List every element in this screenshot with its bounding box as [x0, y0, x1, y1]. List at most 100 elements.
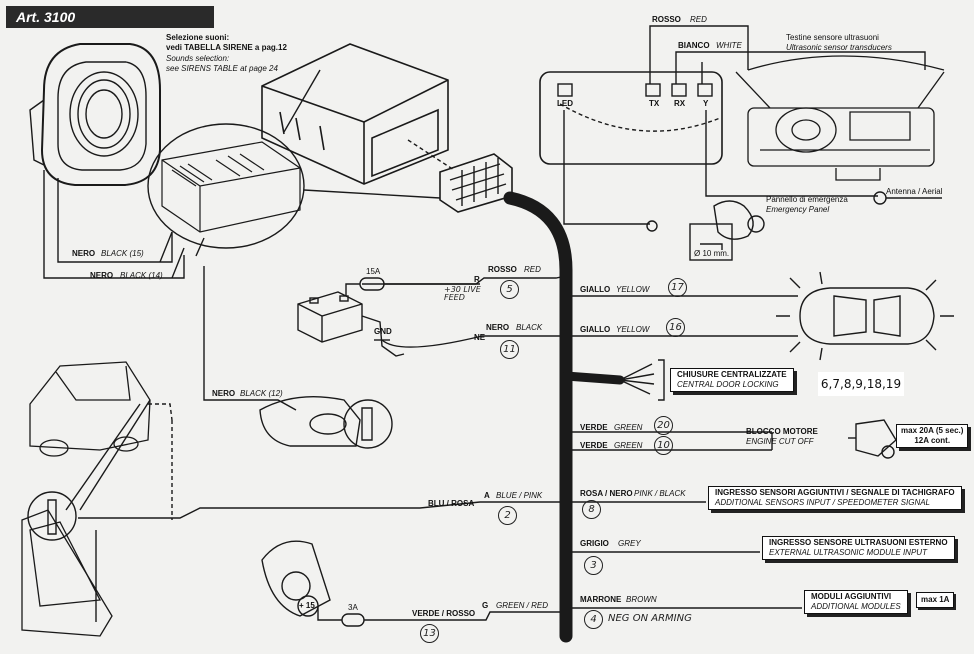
sens-it: INGRESSO SENSORI AGGIUNTIVI / SEGNALE DI…: [715, 488, 955, 497]
verderosso-label: VERDE / ROSSO: [412, 609, 476, 618]
ultra-en: EXTERNAL ULTRASONIC MODULE INPUT: [769, 548, 927, 557]
y-label: Y: [703, 99, 709, 108]
sensors-input-box: INGRESSO SENSORI AGGIUNTIVI / SEGNALE DI…: [708, 486, 962, 510]
tx-label: TX: [649, 99, 660, 108]
white-label: WHITE: [716, 41, 742, 50]
nero-15-it: NERO: [72, 249, 96, 258]
sounds-it-1: Selezione suoni:: [166, 33, 230, 42]
sounds-en-2: see SIRENS TABLE at page 24: [166, 64, 278, 73]
circle-4: 4: [584, 610, 603, 629]
additional-modules-box: MODULI AGGIUNTIVI ADDITIONAL MODULES: [804, 590, 908, 614]
sounds-en-1: Sounds selection:: [166, 54, 230, 63]
grey-label: GREY: [618, 539, 641, 548]
circle-11: 11: [500, 340, 519, 359]
fuse-15a-label: 15A: [366, 267, 381, 276]
a-pin: A: [484, 491, 490, 500]
mod-en: ADDITIONAL MODULES: [811, 602, 901, 611]
emergency-panel-icon: [689, 200, 765, 261]
circle-5: 5: [500, 280, 519, 299]
mod-max: max 1A: [921, 595, 950, 604]
engine-icon: [848, 419, 897, 459]
rear-car-icon: [29, 361, 151, 457]
headlight-icon: [259, 396, 361, 447]
red-power: RED: [524, 265, 541, 274]
mod-it: MODULI AGGIUNTIVI: [811, 592, 892, 601]
ne-pin: NE: [474, 333, 486, 342]
dashboard-icon: [735, 55, 945, 181]
plus-15-label: + 15: [299, 601, 315, 610]
circle-16: 16: [666, 318, 685, 337]
testine-en: Ultrasonic sensor transducers: [786, 43, 892, 52]
yellow-16: YELLOW: [616, 325, 650, 334]
giallo-17: GIALLO: [580, 285, 611, 294]
rosanero-label: ROSA / NERO: [580, 489, 633, 498]
rosso-label: ROSSO: [652, 15, 681, 24]
giallo-16: GIALLO: [580, 325, 611, 334]
black-14-en: BLACK (14): [120, 271, 163, 280]
marrone-label: MARRONE: [580, 595, 622, 604]
ignition-icon: [261, 540, 331, 617]
door-locking-box: CHIUSURE CENTRALIZZATE CENTRAL DOOR LOCK…: [670, 368, 794, 392]
nero-14-it: NERO: [90, 271, 114, 280]
grigio-label: GRIGIO: [580, 539, 609, 548]
antenna-label: Antenna / Aerial: [886, 187, 943, 196]
pin-numbers-note: 6,7,8,9,18,19: [818, 372, 904, 396]
verde-20: VERDE: [580, 423, 608, 432]
ultra-it: INGRESSO SENSORE ULTRASUONI ESTERNO: [769, 538, 948, 547]
gnd-label: GND: [374, 327, 392, 336]
verde-10: VERDE: [580, 441, 608, 450]
greenred-label: GREEN / RED: [496, 601, 549, 610]
green-10: GREEN: [614, 441, 643, 450]
engine-max-1: max 20A (5 sec.): [901, 426, 964, 435]
circle-3: 3: [584, 556, 603, 575]
modules-max-box: max 1A: [916, 592, 955, 608]
neg-on-arming-note: NEG ON ARMING: [608, 613, 692, 624]
nero-12-it: NERO: [212, 389, 236, 398]
door-it: CHIUSURE CENTRALIZZATE: [677, 370, 787, 379]
circle-8: 8: [582, 500, 601, 519]
car-topview-icon: [776, 271, 954, 361]
engine-cutoff-label: BLOCCO MOTORE ENGINE CUT OFF: [746, 428, 818, 446]
red-label: RED: [690, 15, 707, 24]
sens-en: ADDITIONAL SENSORS INPUT / SPEEDOMETER S…: [715, 498, 931, 507]
r-pin: R: [474, 275, 480, 284]
engine-max-2: 12A cont.: [914, 436, 951, 445]
black-power: BLACK: [516, 323, 543, 332]
sounds-it-2: vedi TABELLA SIRENE a pag.12: [166, 43, 287, 52]
fuse-3a: [341, 613, 365, 627]
engine-it: BLOCCO MOTORE: [746, 427, 818, 436]
brown-label: BROWN: [626, 595, 657, 604]
pinkblack-label: PINK / BLACK: [634, 489, 686, 498]
sensor-module-box: [539, 71, 723, 165]
rx-label: RX: [674, 99, 686, 108]
harness-connector-icon: [439, 153, 513, 213]
engine-en: ENGINE CUT OFF: [746, 437, 814, 446]
fuse-3a-label: 3A: [348, 603, 358, 612]
drill-size: Ø 10 mm.: [694, 249, 730, 258]
circle-2: 2: [498, 506, 517, 525]
connector-zoom: [147, 123, 305, 249]
g-pin: G: [482, 601, 489, 610]
panel-en: Emergency Panel: [766, 205, 830, 214]
black-15-en: BLACK (15): [101, 249, 144, 258]
live-feed-note: +30 LIVE FEED: [444, 285, 481, 302]
ultrasonic-input-box: INGRESSO SENSORE ULTRASUONI ESTERNO EXTE…: [762, 536, 955, 560]
circle-13: 13: [420, 624, 439, 643]
green-20: GREEN: [614, 423, 643, 432]
blurosa-label: BLU / ROSA: [428, 499, 475, 508]
bluepink-label: BLUE / PINK: [496, 491, 543, 500]
led-label: LED: [557, 99, 573, 108]
connector-icon: [161, 141, 301, 233]
bianco-label: BIANCO: [678, 41, 710, 50]
yellow-17: YELLOW: [616, 285, 650, 294]
siren-icon: [29, 43, 161, 186]
circle-10: 10: [654, 436, 673, 455]
circle-17: 17: [668, 278, 687, 297]
testine-it: Testine sensore ultrasuoni: [786, 33, 879, 42]
battery-icon: [297, 291, 363, 343]
engine-max-box: max 20A (5 sec.) 12A cont.: [896, 424, 969, 448]
black-12-en: BLACK (12): [240, 389, 283, 398]
panel-it: Pannello di emergenza: [766, 195, 848, 204]
